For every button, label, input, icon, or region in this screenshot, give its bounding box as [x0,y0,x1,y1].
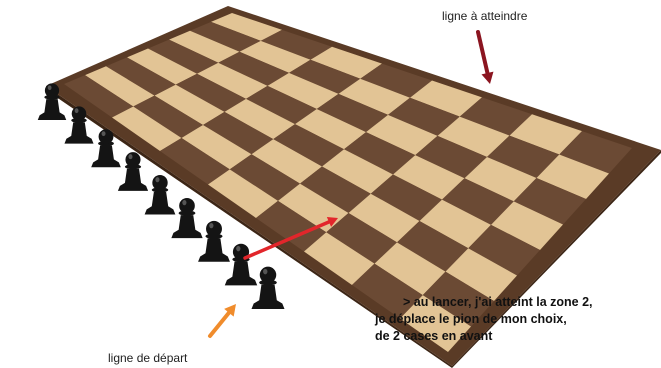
pawn-head [260,267,277,284]
pawn-body [91,146,121,168]
pawn-piece [198,221,230,262]
pawn-highlight [155,177,159,182]
pawn-head [179,198,195,214]
finish-line-arrow [478,32,488,75]
pawn-head [72,106,87,121]
pawn-piece [171,198,202,238]
pawn-body [171,215,202,238]
start-line-arrow [210,311,230,336]
pawn-head [45,83,59,97]
pawn-body [38,99,67,120]
pawn-body [145,192,176,215]
pawn-highlight [128,154,132,159]
instruction-line: de 2 cases en avant [375,328,655,345]
pawn-body [118,169,148,191]
pawn-piece [118,152,148,191]
arrow-head [481,72,493,84]
pawn-highlight [48,85,52,90]
pawn-body [64,122,93,143]
pawn-head [125,152,140,167]
start-line-label: ligne de départ [108,351,187,365]
pawn-piece [145,175,176,214]
pawn-highlight [236,246,240,251]
pawn-highlight [75,108,79,113]
instruction-text: > au lancer, j'ai atteint la zone 2, je … [375,294,655,345]
pawn-piece [252,267,285,309]
pawn-head [206,221,222,237]
pawn-highlight [102,131,106,136]
pawn-head [152,175,167,190]
pawn-highlight [182,200,186,205]
pawn-piece [225,244,257,286]
pawn-head [99,129,114,144]
pawn-body [225,262,257,286]
pawn-highlight [263,269,267,275]
instruction-line: je déplace le pion de mon choix, [375,311,655,328]
pawn-body [198,238,230,261]
pawn-body [252,285,285,309]
pawn-highlight [209,223,213,228]
instruction-line: > au lancer, j'ai atteint la zone 2, [375,294,655,311]
finish-line-label: ligne à atteindre [442,9,527,23]
